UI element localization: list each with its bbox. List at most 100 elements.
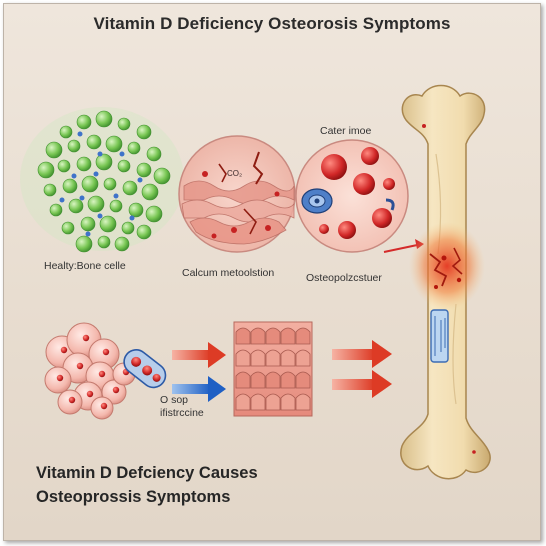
co2-label: CO₂ — [227, 169, 242, 178]
tissue-segment — [235, 371, 251, 389]
green-bone-cell — [43, 183, 57, 197]
green-bone-cell — [114, 236, 130, 252]
tissue-segment — [295, 393, 311, 411]
arrow-blue-left — [172, 376, 226, 402]
tissue-segment — [265, 371, 281, 389]
green-bone-cell — [103, 177, 117, 191]
deficient-cell-cluster — [44, 322, 136, 420]
blue-dot — [93, 171, 99, 177]
illustration: CO₂ — [20, 84, 491, 480]
arrow-red-right-1 — [332, 340, 392, 368]
arrow-red-right-2 — [332, 370, 392, 398]
calcium-circle — [178, 135, 296, 253]
bone-tissue-block — [233, 321, 313, 417]
green-bone-cell — [117, 117, 131, 131]
red-nucleus — [76, 362, 84, 370]
tissue-segment — [280, 349, 296, 367]
ifistrccine-label: ifistrccine — [160, 407, 204, 419]
red-nucleus — [102, 348, 110, 356]
red-nucleus — [82, 334, 90, 342]
tissue-segment — [295, 327, 311, 345]
green-bone-cell — [95, 153, 113, 171]
osteoporosis-circle — [295, 139, 409, 253]
green-bone-cell — [136, 124, 152, 140]
green-bone-cell — [76, 114, 92, 130]
blue-dot — [71, 173, 77, 179]
blue-dot — [113, 193, 119, 199]
green-bone-cell — [146, 146, 162, 162]
green-bone-cell — [57, 159, 71, 173]
bottom-title-line-2: Osteoprossis Symptoms — [36, 488, 231, 506]
red-nucleus — [86, 390, 94, 398]
blue-dot — [137, 177, 143, 183]
green-bone-cell — [45, 141, 63, 159]
green-bone-cell — [80, 216, 96, 232]
green-bone-cell — [97, 235, 111, 249]
green-bone-cell — [49, 203, 63, 217]
red-nucleus — [56, 374, 64, 382]
blue-dot — [129, 215, 135, 221]
calcium-metabolism-label: Calcum metoolstion — [182, 267, 275, 279]
tissue-segment — [280, 393, 296, 411]
green-bone-cell — [86, 134, 102, 150]
tissue-segment — [265, 393, 281, 411]
red-nucleus — [98, 370, 106, 378]
capsule-cell — [123, 349, 167, 389]
green-bone-cell — [109, 199, 123, 213]
green-bone-cell — [127, 141, 141, 155]
tissue-segment — [280, 371, 296, 389]
tissue-segment — [250, 371, 266, 389]
tissue-segment — [235, 327, 251, 345]
green-bone-cell — [141, 183, 159, 201]
healthy-cell-cluster — [20, 107, 184, 253]
green-bone-cell — [75, 235, 93, 253]
blue-dot — [97, 151, 103, 157]
infographic-frame: Vitamin D Deficiency Osteorosis Symptoms — [3, 3, 541, 541]
green-bone-cell — [136, 162, 152, 178]
osteoporosis-label: Osteopolzcstuer — [306, 272, 382, 284]
tissue-segment — [265, 327, 281, 345]
red-nucleus — [68, 396, 76, 404]
tissue-segment — [235, 349, 251, 367]
cater-label: Cater imoe — [320, 125, 372, 137]
green-bone-cell — [105, 135, 123, 153]
blue-dot — [85, 231, 91, 237]
bottom-title-line-1: Vitamin D Defciency Causes — [36, 464, 258, 482]
green-bone-cell — [153, 167, 171, 185]
green-bone-cell — [99, 215, 117, 233]
green-bone-cell — [67, 139, 81, 153]
green-bone-cell — [117, 159, 131, 173]
blue-dot — [119, 151, 125, 157]
green-bone-cell — [62, 178, 78, 194]
red-nucleus — [112, 386, 120, 394]
green-bone-cell — [145, 205, 163, 223]
red-nucleus — [60, 346, 68, 354]
green-bone-cell — [95, 110, 113, 128]
tissue-segment — [250, 393, 266, 411]
bone-illustration — [400, 84, 491, 480]
green-bone-cell — [59, 125, 73, 139]
blue-dot — [97, 213, 103, 219]
tissue-segment — [250, 327, 266, 345]
green-bone-cell — [136, 224, 152, 240]
green-bone-cell — [37, 161, 55, 179]
page-title: Vitamin D Deficiency Osteorosis Symptoms — [93, 14, 451, 33]
red-nucleus — [100, 402, 108, 410]
green-bone-cell — [121, 221, 135, 235]
green-bone-cell — [122, 180, 138, 196]
green-bone-cell — [68, 198, 84, 214]
tissue-segment — [295, 371, 311, 389]
green-bone-cell — [61, 221, 75, 235]
tissue-segment — [265, 349, 281, 367]
tissue-segment — [280, 327, 296, 345]
blue-dot — [59, 197, 65, 203]
green-bone-cell — [128, 202, 144, 218]
arrow-red-left — [172, 342, 226, 368]
green-bone-cell — [76, 156, 92, 172]
healthy-cells-label: Healty:Bone celle — [44, 260, 126, 272]
green-bone-cell — [87, 195, 105, 213]
green-bone-cell — [81, 175, 99, 193]
blue-dot — [79, 195, 85, 201]
tissue-segment — [295, 349, 311, 367]
blue-dot — [77, 131, 83, 137]
